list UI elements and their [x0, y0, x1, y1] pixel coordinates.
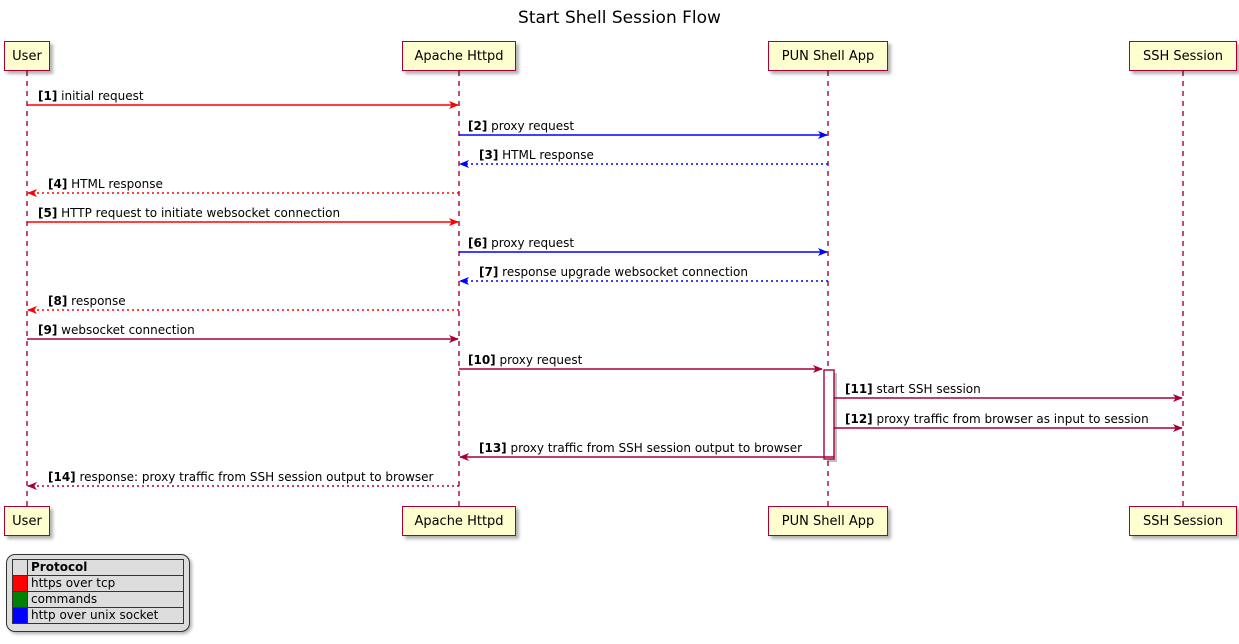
participant-pun-top: PUN Shell App — [768, 41, 888, 71]
message-number: [10] — [468, 353, 496, 367]
message-label-10: [10] proxy request — [468, 353, 582, 367]
legend-color-swatch — [12, 591, 28, 608]
message-text: HTML response — [67, 177, 163, 191]
legend-row: http over unix socket — [12, 607, 184, 624]
message-number: [4] — [48, 177, 68, 191]
message-label-12: [12] proxy traffic from browser as input… — [845, 412, 1149, 426]
participant-ssh-top: SSH Session — [1129, 41, 1237, 71]
message-label-2: [2] proxy request — [468, 119, 574, 133]
message-label-13: [13] proxy traffic from SSH session outp… — [479, 441, 802, 455]
message-label-5: [5] HTTP request to initiate websocket c… — [38, 206, 340, 220]
participant-label: SSH Session — [1142, 48, 1223, 64]
message-number: [2] — [468, 119, 488, 133]
message-number: [6] — [468, 236, 488, 250]
participant-ssh-bottom: SSH Session — [1129, 506, 1237, 536]
message-text: response — [67, 294, 126, 308]
legend-row-label: http over unix socket — [27, 607, 184, 624]
message-number: [1] — [38, 89, 58, 103]
message-text: HTTP request to initiate websocket conne… — [57, 206, 341, 220]
message-text: start SSH session — [872, 382, 981, 396]
participant-user-top: User — [4, 41, 50, 71]
legend-row-label: https over tcp — [27, 575, 184, 592]
message-arrows-group — [27, 101, 1183, 490]
message-number: [7] — [479, 265, 499, 279]
activation-bars-group — [823, 369, 837, 462]
legend-row: commands — [12, 591, 184, 608]
legend-row-label: commands — [27, 591, 184, 608]
participant-label: SSH Session — [1142, 513, 1223, 529]
message-number: [3] — [479, 148, 499, 162]
legend-header-label: Protocol — [27, 559, 184, 576]
message-label-3: [3] HTML response — [479, 148, 594, 162]
message-label-14: [14] response: proxy traffic from SSH se… — [48, 470, 433, 484]
message-text: response upgrade websocket connection — [498, 265, 748, 279]
message-number: [9] — [38, 323, 58, 337]
legend-color-swatch — [12, 575, 28, 592]
legend-header-row: Protocol — [12, 559, 184, 576]
message-number: [14] — [48, 470, 76, 484]
message-text: response: proxy traffic from SSH session… — [75, 470, 434, 484]
message-label-7: [7] response upgrade websocket connectio… — [479, 265, 748, 279]
message-text: websocket connection — [57, 323, 195, 337]
activation-bar-pun — [823, 369, 835, 460]
message-text: proxy request — [487, 236, 575, 250]
message-text: proxy request — [487, 119, 575, 133]
legend-color-swatch — [12, 607, 28, 624]
participant-label: Apache Httpd — [414, 48, 504, 64]
message-number: [11] — [845, 382, 873, 396]
message-number: [12] — [845, 412, 873, 426]
message-label-6: [6] proxy request — [468, 236, 574, 250]
participant-label: User — [12, 513, 42, 529]
legend-row: https over tcp — [12, 575, 184, 592]
page-title: Start Shell Session Flow — [518, 8, 721, 28]
message-label-4: [4] HTML response — [48, 177, 163, 191]
participant-label: Apache Httpd — [414, 513, 504, 529]
participant-httpd-top: Apache Httpd — [402, 41, 516, 71]
message-text: proxy traffic from SSH session output to… — [506, 441, 803, 455]
legend-header-swatch — [12, 559, 28, 576]
message-number: [13] — [479, 441, 507, 455]
participant-label: User — [12, 48, 42, 64]
participant-pun-bottom: PUN Shell App — [768, 506, 888, 536]
participant-label: PUN Shell App — [781, 513, 875, 529]
participant-user-bottom: User — [4, 506, 50, 536]
message-label-1: [1] initial request — [38, 89, 144, 103]
message-text: proxy traffic from browser as input to s… — [872, 412, 1149, 426]
message-number: [8] — [48, 294, 68, 308]
message-text: initial request — [57, 89, 144, 103]
message-label-9: [9] websocket connection — [38, 323, 195, 337]
participant-httpd-bottom: Apache Httpd — [402, 506, 516, 536]
message-number: [5] — [38, 206, 58, 220]
participant-label: PUN Shell App — [781, 48, 875, 64]
message-text: proxy request — [495, 353, 583, 367]
message-label-8: [8] response — [48, 294, 126, 308]
message-text: HTML response — [498, 148, 594, 162]
message-label-11: [11] start SSH session — [845, 382, 981, 396]
